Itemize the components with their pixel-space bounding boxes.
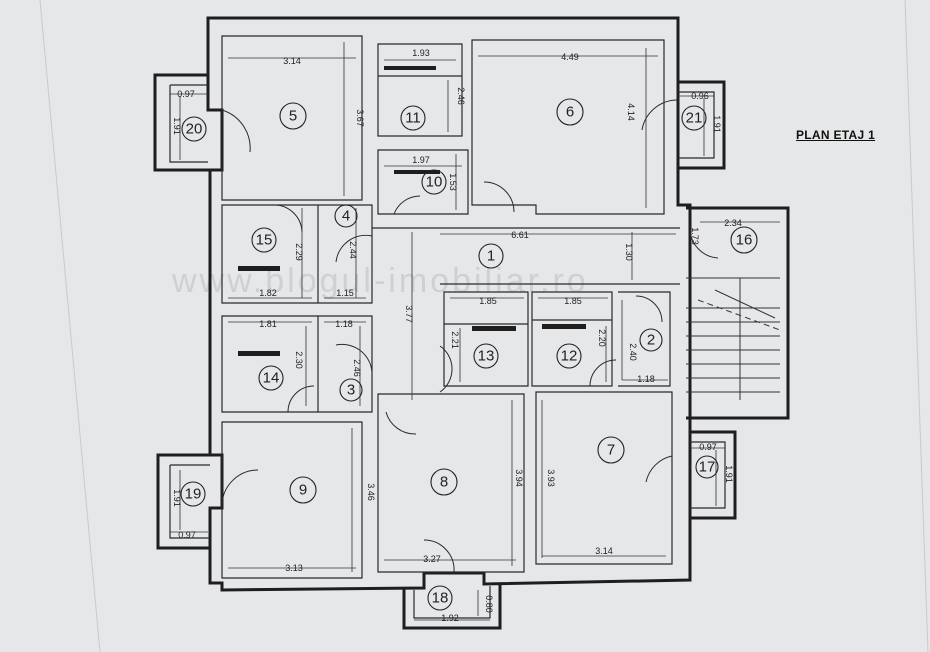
dim-label: 2.29 xyxy=(294,243,304,261)
dim-label: 1.92 xyxy=(441,613,459,623)
dim-label: 2.44 xyxy=(348,241,358,259)
room-number-21: 21 xyxy=(686,110,703,127)
dim-label: 1.30 xyxy=(624,243,634,261)
room-number-3: 3 xyxy=(347,382,355,399)
fixtures xyxy=(238,66,586,356)
room-number-5: 5 xyxy=(289,108,297,125)
dimension-lines xyxy=(170,42,780,621)
dim-label: 1.81 xyxy=(259,319,277,329)
dim-label: 1.18 xyxy=(335,319,353,329)
room-number-6: 6 xyxy=(566,104,574,121)
stair-16-wall xyxy=(686,206,790,420)
dim-label: 1.91 xyxy=(172,489,182,507)
dim-label: 2.34 xyxy=(724,218,742,228)
dim-label: 3.46 xyxy=(366,483,376,501)
balcony-21-inner xyxy=(678,91,715,159)
dim-label: 2.20 xyxy=(597,329,607,347)
room-number-12: 12 xyxy=(561,348,578,365)
door-swings xyxy=(221,99,719,573)
stair-treads xyxy=(686,277,781,400)
watermark: www.blogul-imobiliar.ro xyxy=(171,262,589,300)
dim-label: 3.67 xyxy=(355,109,365,127)
room-number-17: 17 xyxy=(699,459,716,476)
balcony-21-wall xyxy=(678,80,726,170)
room-number-18: 18 xyxy=(432,590,449,607)
dim-label: 1.97 xyxy=(412,155,430,165)
dim-label: 1.85 xyxy=(479,296,497,306)
balcony-20-inner xyxy=(169,84,208,163)
dim-label: 0.97 xyxy=(178,530,196,540)
room-number-11: 11 xyxy=(405,110,421,127)
balcony-18-wall xyxy=(402,584,502,630)
paper-fold-line xyxy=(39,0,101,652)
dim-label: 1.91 xyxy=(712,115,722,133)
room-number-16: 16 xyxy=(736,232,753,249)
room-number-20: 20 xyxy=(186,121,203,138)
room-number-2: 2 xyxy=(647,332,655,349)
room-number-8: 8 xyxy=(440,474,448,491)
dim-label: 1.93 xyxy=(412,48,430,58)
dim-label: 3.94 xyxy=(514,469,524,487)
dim-label: 2.40 xyxy=(628,343,638,361)
dim-label: 1.91 xyxy=(172,117,182,135)
room-number-15: 15 xyxy=(256,232,273,249)
dim-label: 1.73 xyxy=(690,227,700,245)
dim-label: 0.97 xyxy=(177,89,195,99)
room-number-4: 4 xyxy=(342,208,350,225)
plan-title: PLAN ETAJ 1 xyxy=(796,128,876,142)
dim-label: 3.93 xyxy=(546,469,556,487)
dim-label: 3.13 xyxy=(285,563,303,573)
balcony-20-wall xyxy=(153,73,210,172)
dim-label: 1.18 xyxy=(637,374,655,384)
dim-label: 0.96 xyxy=(691,91,709,101)
dim-label: 3.14 xyxy=(595,546,613,556)
room-number-10: 10 xyxy=(426,174,443,191)
room-number-9: 9 xyxy=(299,482,307,499)
dim-label: 0.80 xyxy=(484,595,494,613)
dim-label: 0.97 xyxy=(699,442,717,452)
dim-label: 4.14 xyxy=(626,103,636,121)
dim-label: 3.77 xyxy=(404,305,414,323)
dim-label: 1.15 xyxy=(336,288,354,298)
dim-label: 6.61 xyxy=(511,230,529,240)
paper-fold-line xyxy=(904,0,929,652)
dim-label: 1.53 xyxy=(448,173,458,191)
dim-label: 1.85 xyxy=(564,296,582,306)
dim-label: 3.27 xyxy=(423,554,441,564)
room-number-1: 1 xyxy=(487,248,495,265)
dim-label: 2.21 xyxy=(450,331,460,349)
balcony-17-wall xyxy=(690,430,737,520)
balcony-19-wall xyxy=(156,453,210,550)
outer-wall xyxy=(206,16,692,592)
room-number-19: 19 xyxy=(185,486,202,503)
room-circles xyxy=(180,98,758,611)
interior-walls xyxy=(221,35,680,579)
room-number-14: 14 xyxy=(263,370,280,387)
dim-label: 1.82 xyxy=(259,288,277,298)
balcony-17-inner xyxy=(690,441,726,509)
room-number-7: 7 xyxy=(607,442,615,459)
balcony-18-inner xyxy=(413,586,491,619)
dim-label: 2.30 xyxy=(294,351,304,369)
dim-label: 4.49 xyxy=(561,52,579,62)
balcony-19-inner xyxy=(169,464,210,539)
dim-label: 3.14 xyxy=(283,56,301,66)
dim-label: 2.46 xyxy=(352,359,362,377)
dim-label: 2.46 xyxy=(456,87,466,105)
dim-label: 1.91 xyxy=(724,465,734,483)
room-number-13: 13 xyxy=(478,348,495,365)
